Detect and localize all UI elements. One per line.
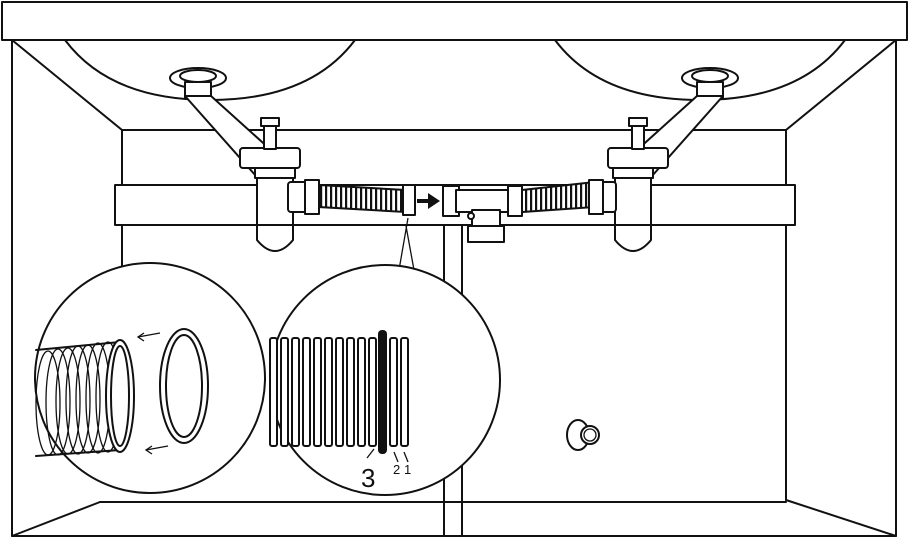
push-arrows [136,332,169,455]
detail-seal-ring [34,262,266,494]
right-sink-trap [588,67,739,252]
callout-2: 2 [393,462,400,477]
seal-ring-on-hose [378,330,387,454]
callout-1: 1 [404,462,411,477]
detail-rib-positions: 3 2 1 [269,264,501,496]
callout-3: 3 [361,463,375,493]
left-flex-hose [318,183,416,216]
countertop [1,1,908,41]
hose-ribs [269,337,409,447]
left-sink-trap [169,67,320,252]
connect-arrow [417,193,440,209]
hose-end-coils [35,339,135,457]
tee-connector [442,185,523,243]
wall-drain-outlet [566,419,600,451]
